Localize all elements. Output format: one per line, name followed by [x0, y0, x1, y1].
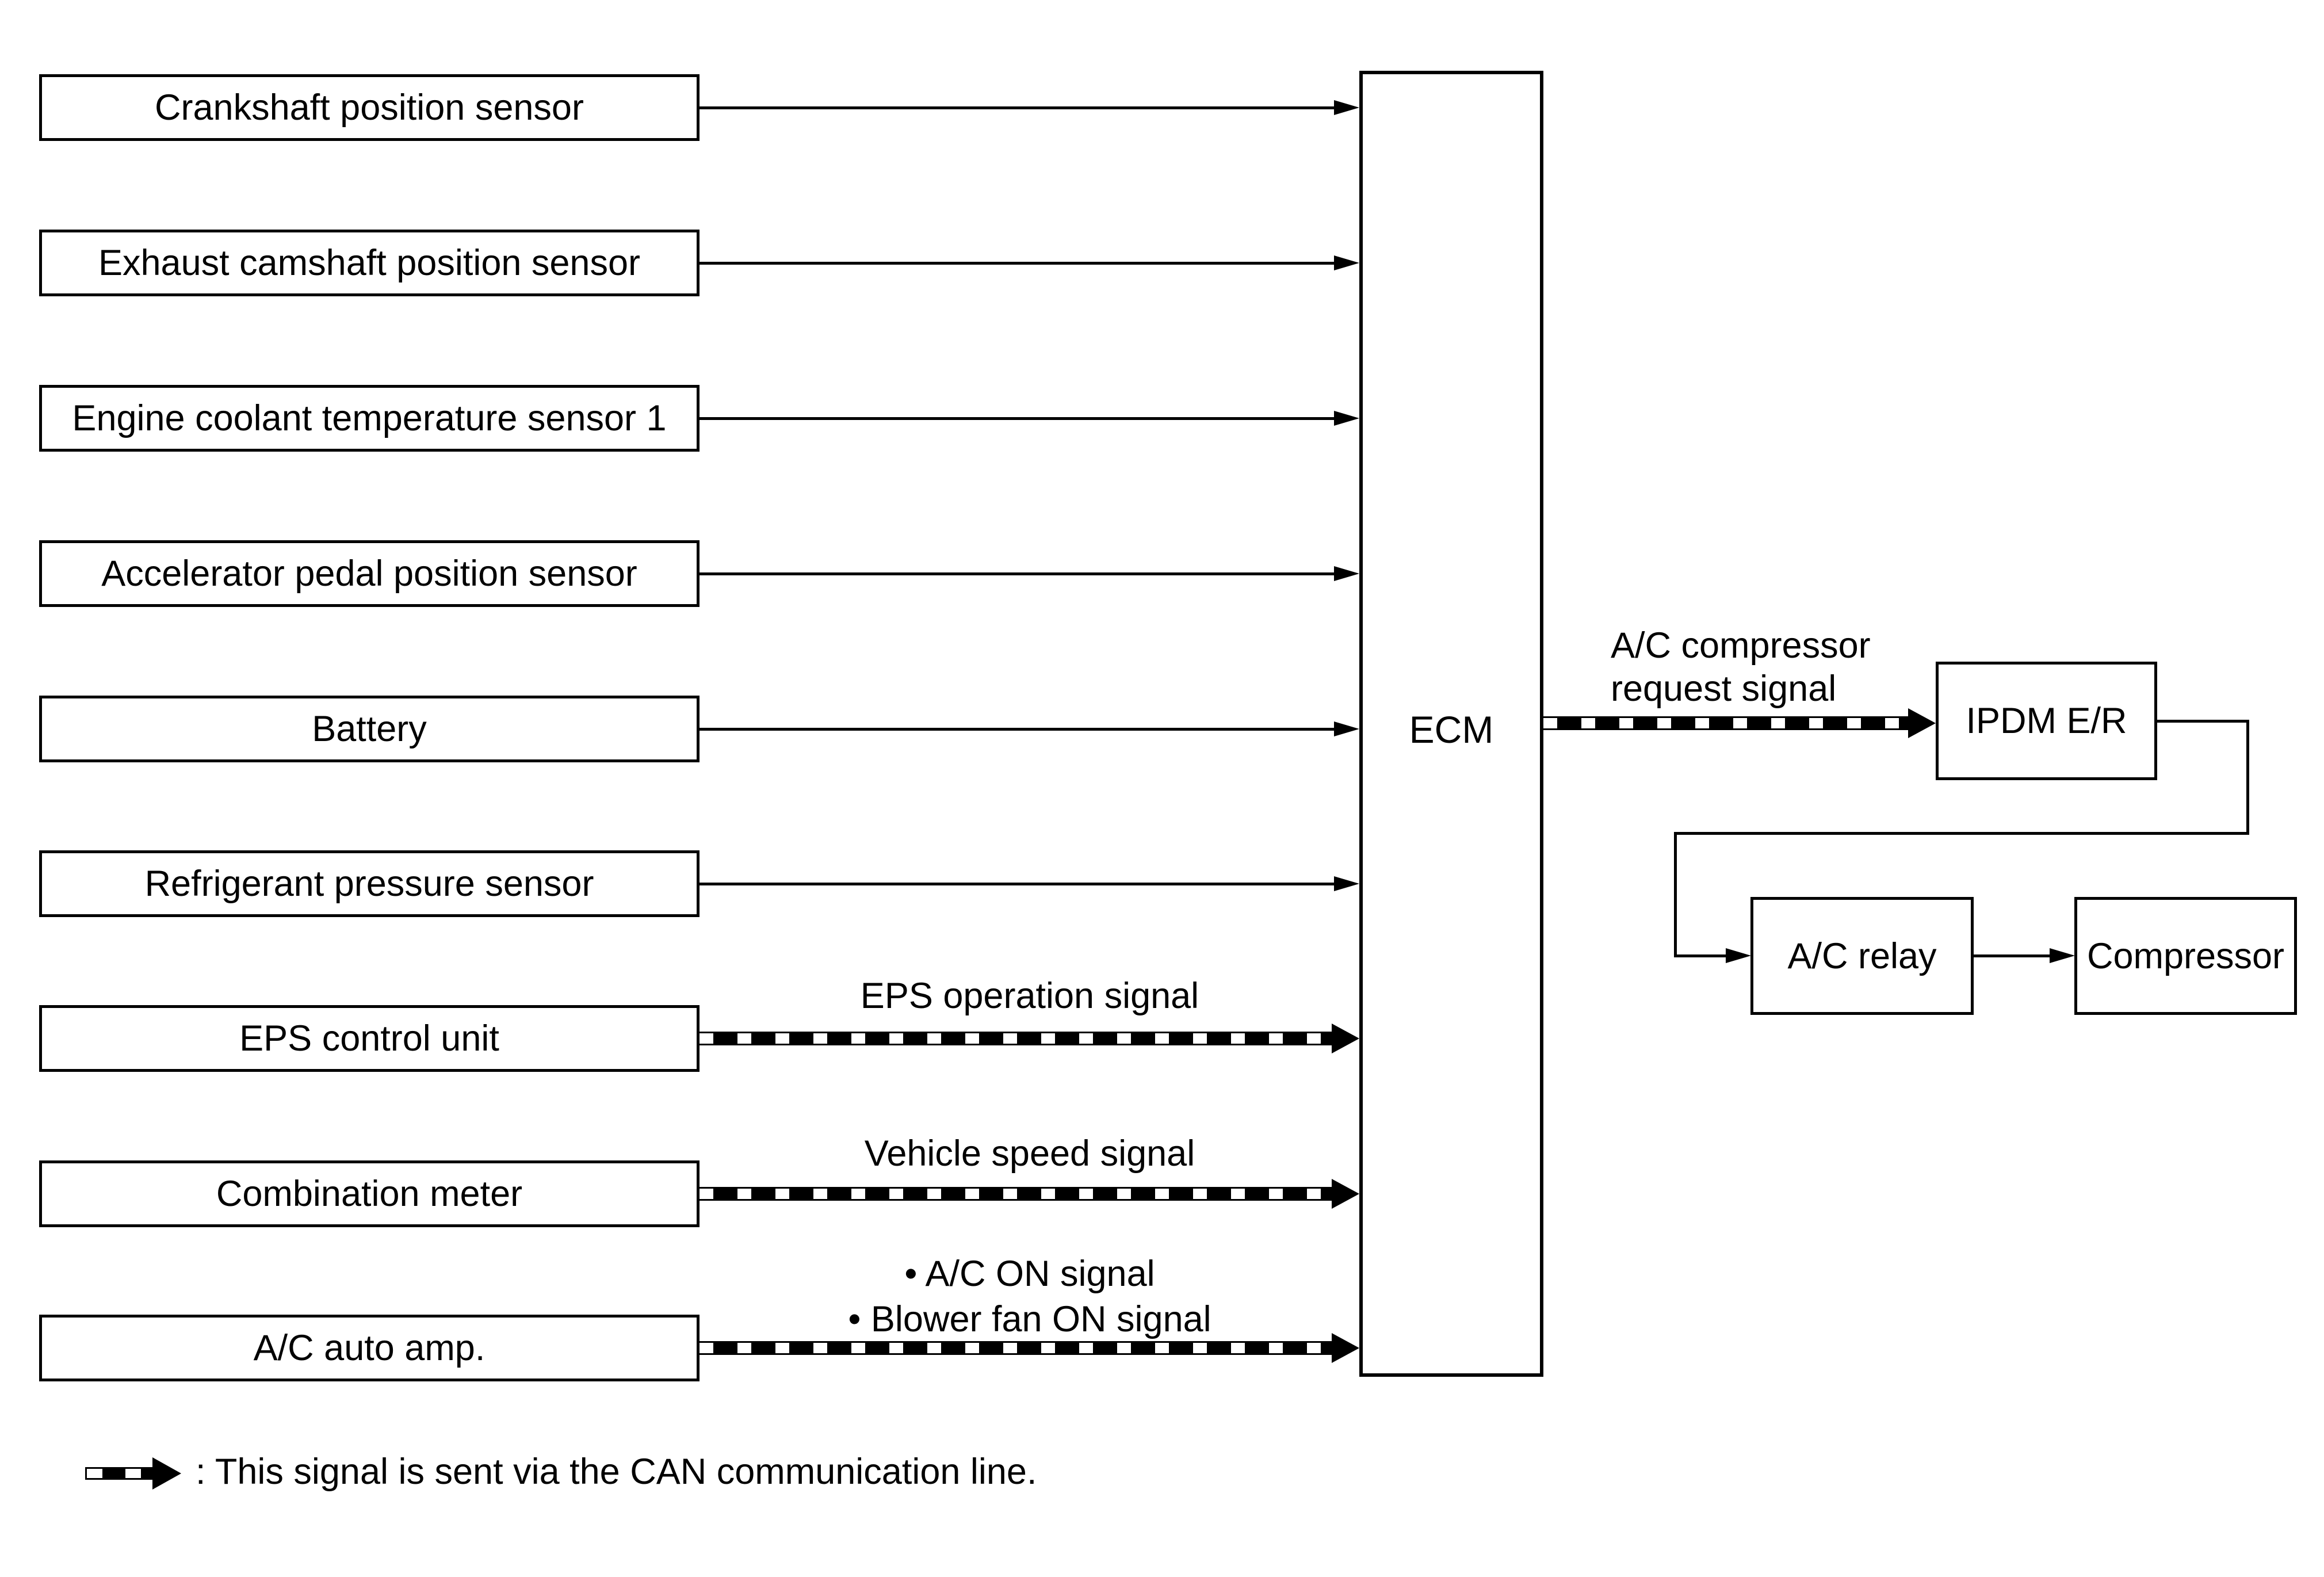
box-label: Battery — [312, 709, 427, 749]
box-combination-meter: Combination meter — [39, 1160, 700, 1227]
can-arrow-ecm-to-ipdm — [1543, 716, 1908, 730]
arrowhead-icon — [1334, 721, 1359, 736]
connector-segment — [2157, 720, 2249, 723]
box-label: Engine coolant temperature sensor 1 — [72, 398, 667, 438]
arrowhead-icon — [1334, 566, 1359, 581]
box-label: Crankshaft position sensor — [155, 87, 584, 128]
box-ac-auto-amp: A/C auto amp. — [39, 1315, 700, 1381]
legend-text: : This signal is sent via the CAN commun… — [196, 1452, 1037, 1492]
box-ac-relay: A/C relay — [1750, 897, 1974, 1015]
arrowhead-icon — [1334, 255, 1359, 270]
label-ac-on-signal: • A/C ON signal — [904, 1254, 1155, 1294]
can-arrow-amp-to-ecm — [700, 1341, 1332, 1355]
can-arrow-eps-to-ecm — [700, 1032, 1332, 1045]
ecm-label: ECM — [1409, 708, 1494, 751]
arrow-line-accelerator-to-ecm — [700, 572, 1334, 575]
connector-segment — [1676, 954, 1727, 957]
can-arrowhead-icon — [1332, 1333, 1359, 1363]
arrow-line-battery-to-ecm — [700, 728, 1334, 731]
box-compressor: Compressor — [2074, 897, 2297, 1015]
can-legend-arrowhead-icon — [152, 1457, 181, 1490]
arrow-line-crankshaft-to-ecm — [700, 106, 1334, 109]
can-arrow-meter-to-ecm — [700, 1187, 1332, 1201]
can-arrowhead-icon — [1332, 1024, 1359, 1053]
box-crankshaft-position-sensor: Crankshaft position sensor — [39, 74, 700, 141]
box-accelerator-pedal-position-sensor: Accelerator pedal position sensor — [39, 540, 700, 607]
box-refrigerant-pressure-sensor: Refrigerant pressure sensor — [39, 850, 700, 917]
arrow-line-coolant-to-ecm — [700, 417, 1334, 420]
connector-segment — [1674, 832, 1677, 957]
arrow-line-refrigerant-to-ecm — [700, 883, 1334, 885]
request-signal-line2: request signal — [1611, 669, 1837, 709]
box-exhaust-camshaft-position-sensor: Exhaust camshaft position sensor — [39, 230, 700, 296]
box-engine-coolant-temperature-sensor-1: Engine coolant temperature sensor 1 — [39, 385, 700, 452]
box-label: Combination meter — [216, 1174, 523, 1214]
box-eps-control-unit: EPS control unit — [39, 1005, 700, 1072]
box-battery: Battery — [39, 696, 700, 762]
box-ipdm-er: IPDM E/R — [1936, 662, 2157, 780]
box-ecm: ECM — [1359, 71, 1543, 1377]
box-label: Compressor — [2086, 935, 2285, 976]
label-ac-compressor-request-signal: A/C compressor request signal — [1611, 624, 1871, 711]
arrowhead-icon — [2050, 948, 2075, 963]
label-eps-operation-signal: EPS operation signal — [860, 976, 1199, 1016]
arrow-line-relay-to-compressor — [1974, 954, 2050, 957]
arrowhead-icon — [1726, 948, 1751, 963]
arrowhead-icon — [1334, 876, 1359, 891]
box-label: EPS control unit — [239, 1018, 499, 1059]
connector-segment — [2246, 720, 2249, 835]
arrow-line-camshaft-to-ecm — [700, 262, 1334, 265]
can-arrowhead-icon — [1908, 708, 1936, 738]
box-label: Accelerator pedal position sensor — [101, 553, 637, 594]
box-label: A/C auto amp. — [253, 1328, 486, 1368]
request-signal-line1: A/C compressor — [1611, 625, 1871, 666]
can-arrowhead-icon — [1332, 1179, 1359, 1209]
connector-segment — [1674, 832, 2249, 835]
label-vehicle-speed-signal: Vehicle speed signal — [864, 1133, 1195, 1174]
can-legend-arrow-icon — [85, 1467, 156, 1480]
box-label: Refrigerant pressure sensor — [144, 864, 594, 904]
label-blower-fan-on-signal: • Blower fan ON signal — [848, 1299, 1211, 1339]
box-label: IPDM E/R — [1966, 701, 2127, 741]
arrowhead-icon — [1334, 100, 1359, 115]
arrowhead-icon — [1334, 411, 1359, 426]
box-label: Exhaust camshaft position sensor — [98, 243, 640, 283]
box-label: A/C relay — [1787, 935, 1937, 976]
